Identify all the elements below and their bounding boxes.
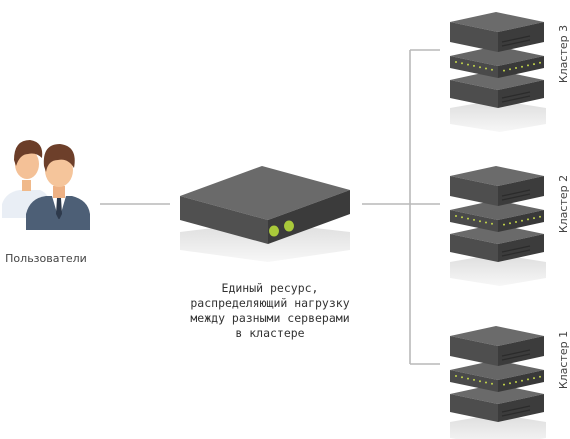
- caption-line-2: распределяющий нагрузку: [190, 296, 350, 310]
- load-balancer-icon: [180, 166, 350, 262]
- load-balancer-caption: Единый ресурс, распределяющий нагрузку м…: [170, 281, 370, 341]
- caption-line-4: в кластере: [235, 326, 305, 340]
- server-stack-cluster-3: [449, 11, 547, 133]
- status-light-left: [269, 225, 279, 237]
- caption-line-3: между разными серверами: [190, 311, 350, 325]
- cluster-1-label: Кластер 1: [557, 330, 570, 390]
- users-icon: [2, 140, 90, 230]
- load-balancer-top: [180, 166, 350, 220]
- load-balancer-front: [180, 196, 268, 244]
- cluster-2-label: Кластер 2: [557, 174, 570, 234]
- server-stack-cluster-2: [449, 165, 547, 287]
- users-label: Пользователи: [5, 252, 87, 265]
- server-stack-cluster-1: [449, 325, 547, 439]
- connector-lines: [100, 49, 440, 365]
- caption-line-1: Единый ресурс,: [221, 281, 319, 295]
- cluster-3-label: Кластер 3: [557, 24, 570, 84]
- status-light-right: [284, 220, 294, 232]
